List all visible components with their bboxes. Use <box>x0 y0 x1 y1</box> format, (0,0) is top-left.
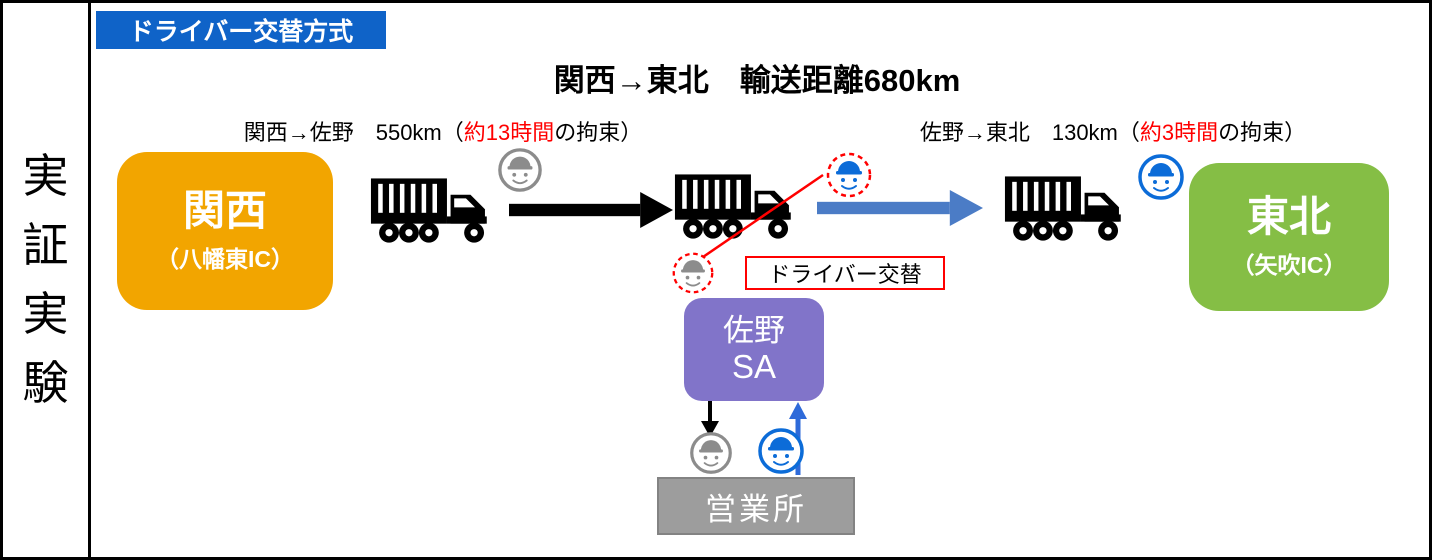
driver-blue-icon <box>1137 153 1185 201</box>
sano-sa-node: 佐野 SA <box>684 298 824 401</box>
office-driver-gray-icon <box>689 431 733 475</box>
method-badge: ドライバー交替方式 <box>96 11 386 49</box>
leg-left-suffix: の拘束） <box>554 120 643 145</box>
truck-icon-3 <box>1003 171 1139 247</box>
leg1-arrow-icon <box>509 191 673 229</box>
driver-swap-blue-icon <box>825 151 873 199</box>
truck-icon-1 <box>369 173 505 249</box>
driver-down-arrow-icon <box>701 401 719 437</box>
driver-swap-gray-icon <box>671 251 715 295</box>
leg-label-right: 佐野→東北 130km（約3時間の拘束） <box>858 115 1368 147</box>
driver-swap-callout: ドライバー交替 <box>745 256 945 290</box>
leg-right-prefix: 佐野→東北 130km（ <box>919 120 1140 145</box>
route-title: 関西→東北 輸送距離680km <box>553 63 961 98</box>
origin-title: 関西 <box>182 186 267 234</box>
leg-label-left: 関西→佐野 550km（約13時間の拘束） <box>193 115 693 147</box>
destination-title: 東北 <box>1246 192 1331 240</box>
origin-subtitle: （八幡東IC） <box>156 246 294 273</box>
driver-gray-icon <box>497 147 543 193</box>
destination-subtitle: （矢吹IC） <box>1231 252 1347 279</box>
leg-left-highlight: 約13時間 <box>463 120 555 145</box>
leg-left-prefix: 関西→佐野 550km（ <box>243 120 464 145</box>
experiment-label: 実証実験 <box>22 150 69 409</box>
origin-node: 関西 （八幡東IC） <box>117 152 333 310</box>
driver-swap-arrow-icon <box>698 172 828 260</box>
leg-right-highlight: 約3時間 <box>1139 120 1219 145</box>
destination-node: 東北 （矢吹IC） <box>1189 163 1389 311</box>
sano-sa-line1: 佐野 <box>723 312 785 348</box>
office-node: 営業所 <box>657 477 855 535</box>
sano-sa-line2: SA <box>731 348 777 386</box>
side-strip: 実証実験 <box>3 3 91 557</box>
office-driver-blue-icon <box>757 427 805 475</box>
leg-right-suffix: の拘束） <box>1218 120 1307 145</box>
